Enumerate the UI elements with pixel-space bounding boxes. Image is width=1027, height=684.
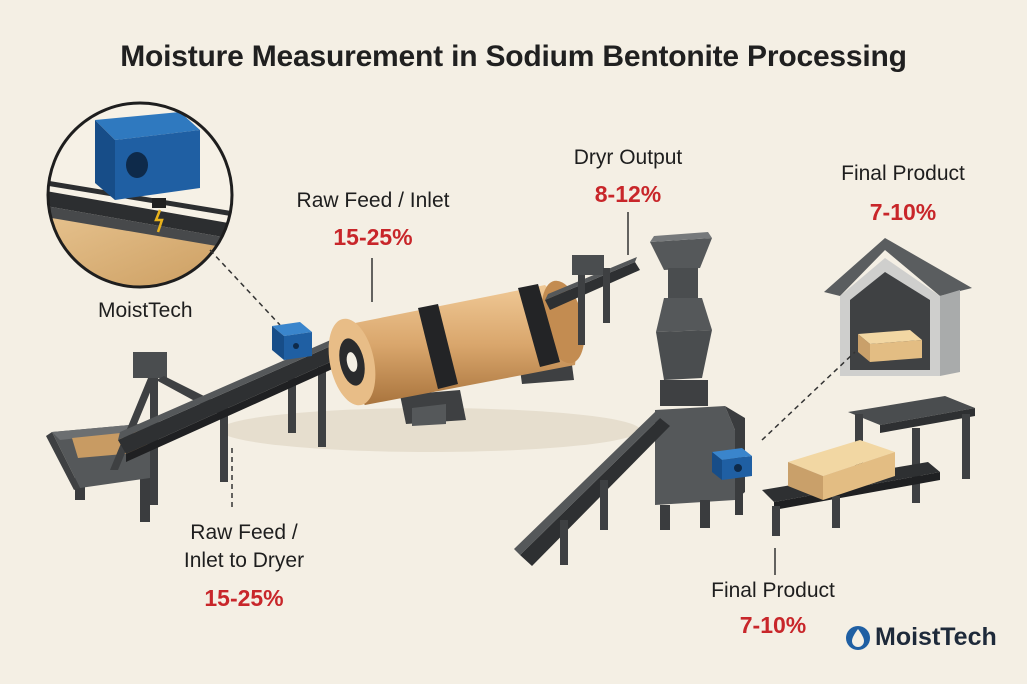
raw-feed-bottom-label-line2: Inlet to Dryer [183, 549, 305, 572]
dryer-output-value: 8-12% [594, 181, 662, 207]
processing-tower [650, 232, 745, 530]
dryer-output-label: Dryr Output [573, 146, 683, 169]
final-product-conveyor [762, 396, 975, 536]
brand-name: MoistTech [875, 623, 997, 651]
page-title: Moisture Measurement in Sodium Bentonite… [120, 40, 907, 73]
raw-feed-top-label: Raw Feed / Inlet [296, 189, 450, 212]
final-top-label: Final Product [841, 162, 965, 185]
shed-leader-line [761, 351, 856, 441]
outlet-chute [514, 412, 670, 566]
sensor-zoom-inset [46, 101, 234, 289]
inset-leader-line [209, 249, 281, 326]
raw-feed-bottom-value: 15-25% [204, 585, 284, 611]
raw-feed-bottom-label-line1: Raw Feed / [190, 521, 298, 544]
storage-shed [824, 238, 972, 376]
feed-conveyor [118, 335, 348, 462]
final-bottom-value: 7-10% [739, 612, 807, 638]
feed-moisture-sensor [272, 322, 312, 360]
final-top-value: 7-10% [869, 199, 937, 225]
tower-moisture-sensor [712, 448, 752, 480]
rotary-dryer [328, 280, 585, 426]
water-drop-logo-icon [846, 626, 870, 650]
final-bottom-label: Final Product [711, 579, 835, 602]
sensor-label: MoistTech [98, 299, 193, 322]
raw-feed-top-value: 15-25% [333, 224, 413, 250]
discharge-conveyor [545, 255, 640, 345]
